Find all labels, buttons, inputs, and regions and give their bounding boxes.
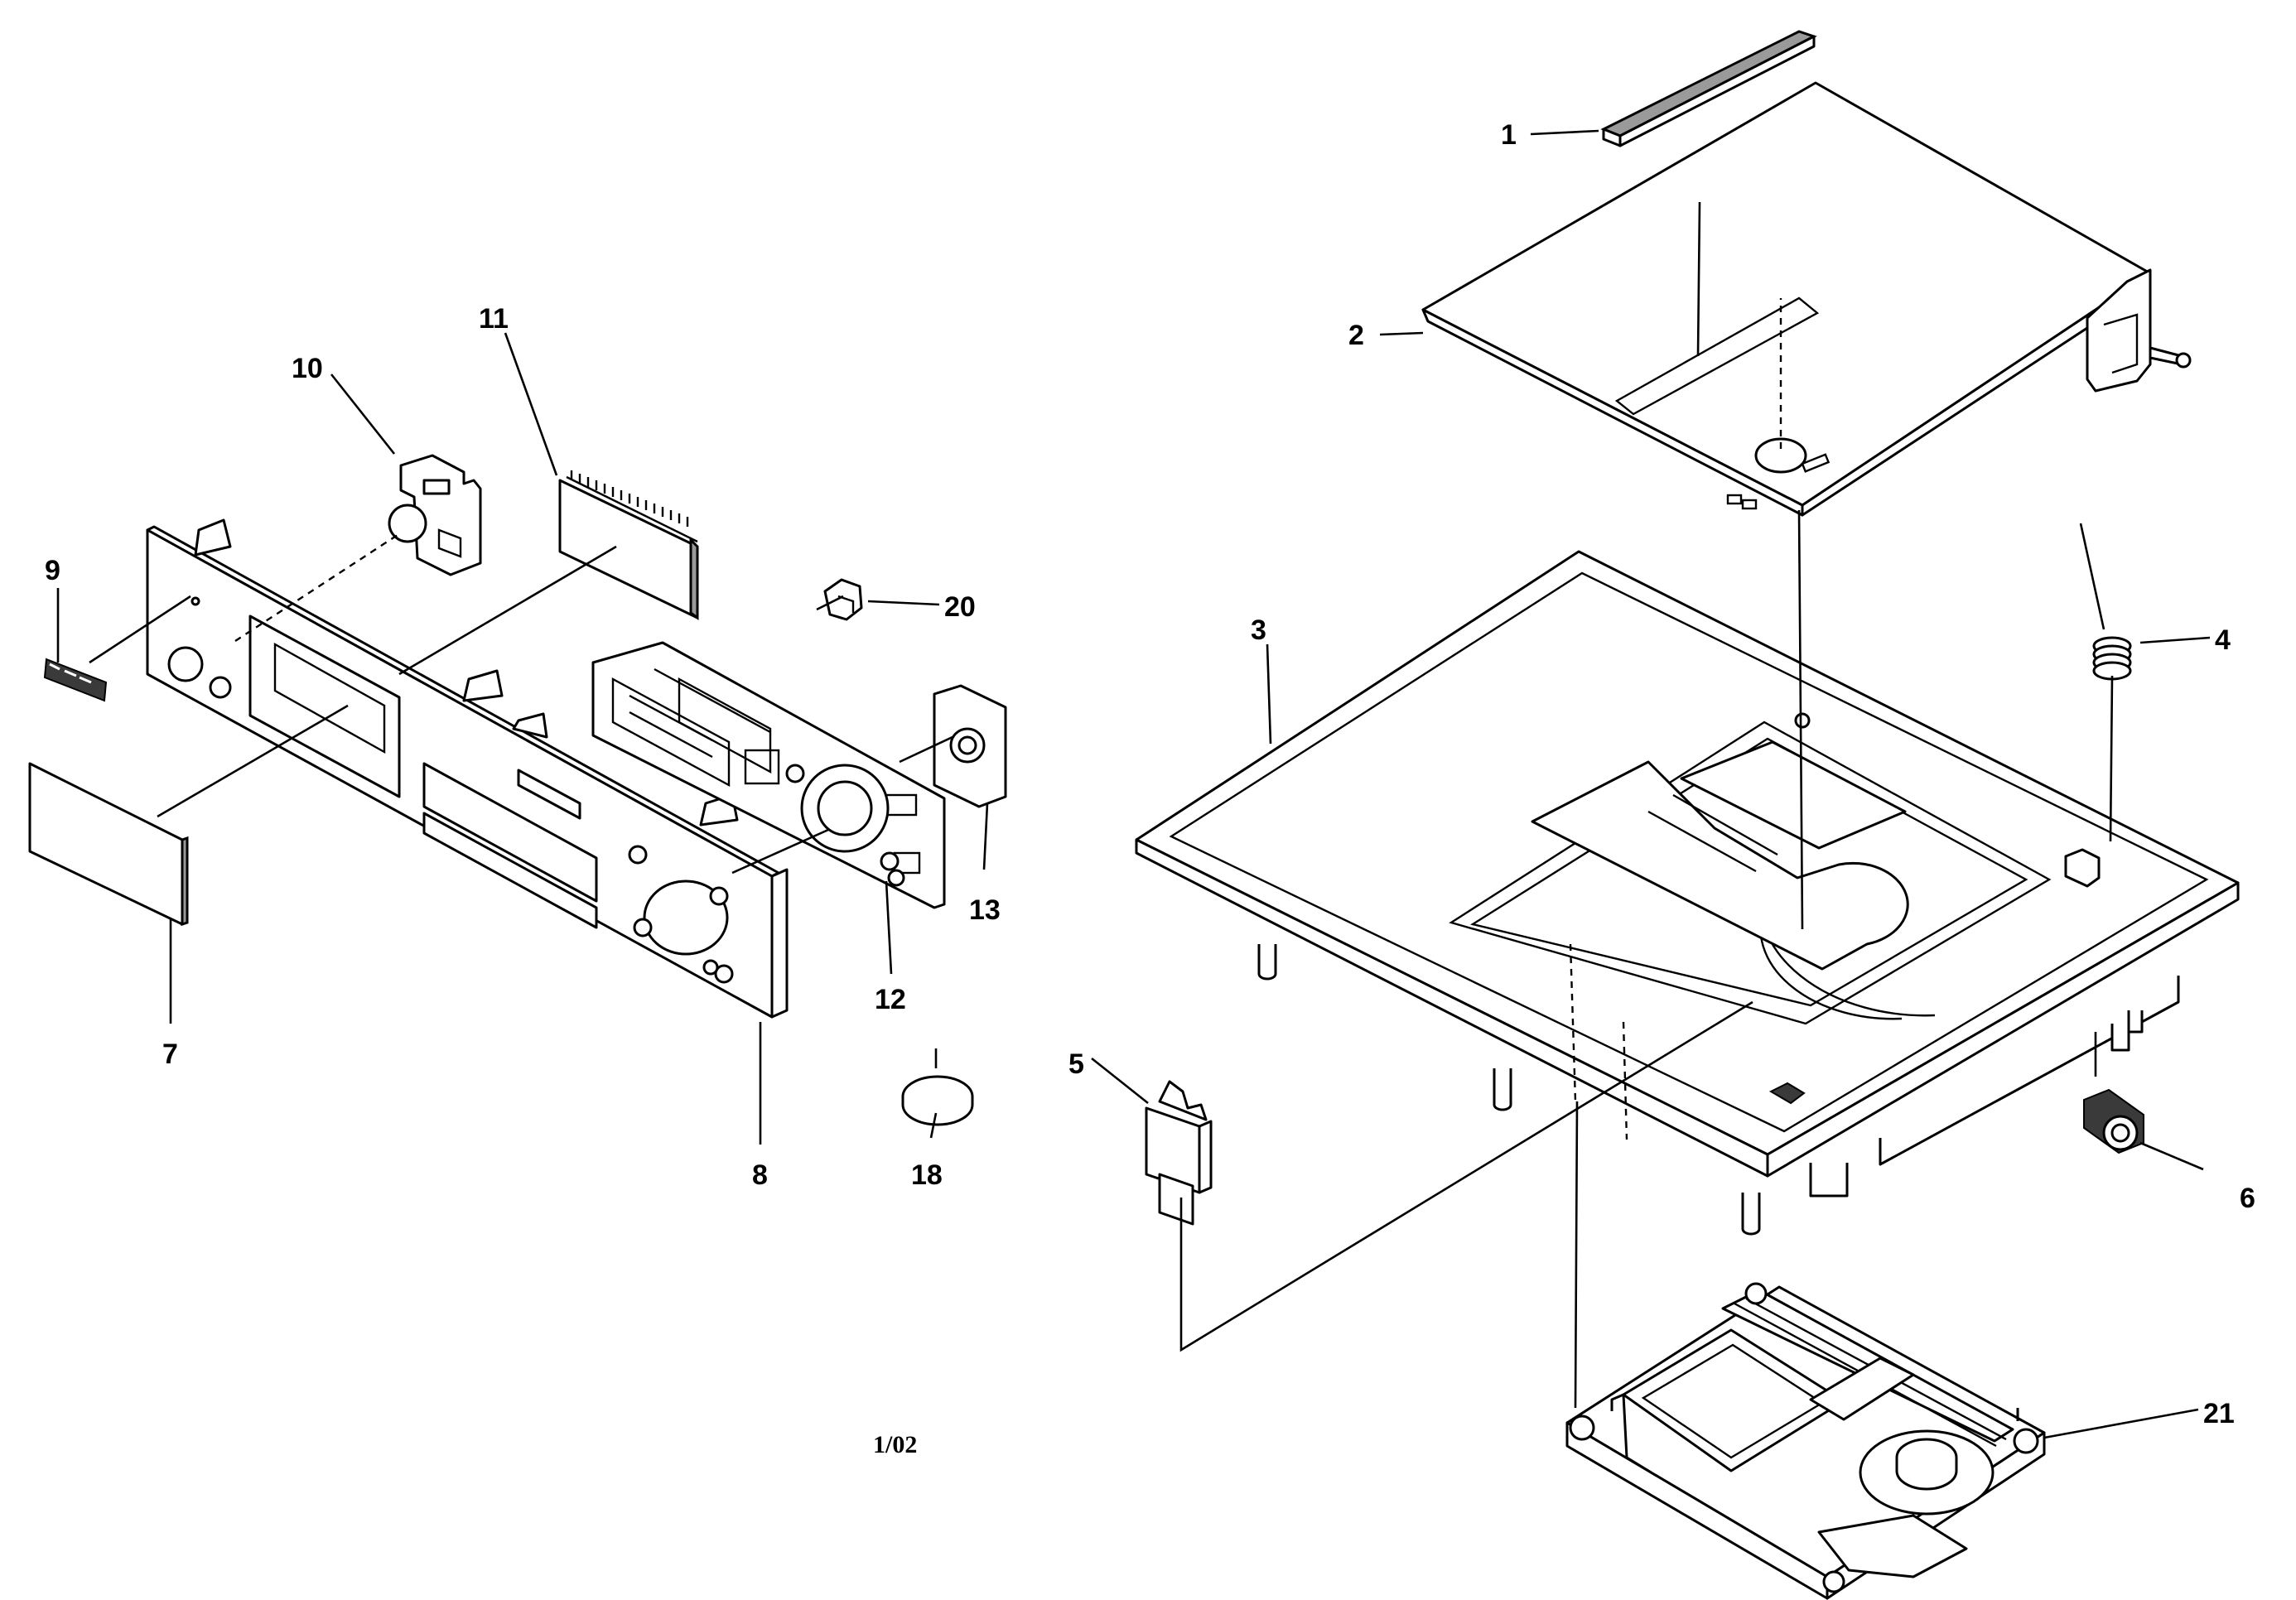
display-module xyxy=(558,470,699,620)
callout-6: 6 xyxy=(2240,1183,2255,1214)
cabinet-chassis xyxy=(1135,550,2240,1236)
callout-3: 3 xyxy=(1251,614,1266,646)
sheet-code: 1/02 xyxy=(873,1431,917,1458)
callout-7: 7 xyxy=(162,1039,178,1070)
callout-labels: 1 2 3 4 5 6 7 8 9 10 11 12 13 18 20 21 1… xyxy=(45,119,2255,1458)
callout-1: 1 xyxy=(1501,119,1517,151)
coin-battery xyxy=(901,1075,974,1126)
callout-21: 21 xyxy=(2203,1398,2235,1429)
callout-2: 2 xyxy=(1348,320,1364,351)
spring xyxy=(2092,636,2132,681)
callout-4: 4 xyxy=(2215,624,2231,656)
display-pins xyxy=(570,470,689,527)
callout-11: 11 xyxy=(479,303,509,335)
callout-9: 9 xyxy=(45,555,60,586)
top-cover xyxy=(1421,81,2192,517)
disc-mechanism xyxy=(1565,1282,2046,1600)
button-bracket xyxy=(933,684,1007,808)
button-holder xyxy=(388,454,482,576)
callout-5: 5 xyxy=(1068,1048,1084,1080)
callout-20: 20 xyxy=(944,591,976,623)
callout-18: 18 xyxy=(911,1159,943,1191)
callout-12: 12 xyxy=(875,984,906,1015)
knob-cap xyxy=(823,578,863,621)
window-lens xyxy=(28,762,189,927)
front-panel xyxy=(146,518,789,1019)
front-circuit-board xyxy=(591,641,946,909)
grommet xyxy=(2083,1088,2144,1154)
lid-trim xyxy=(1600,30,1817,147)
callout-8: 8 xyxy=(752,1159,768,1191)
callout-10: 10 xyxy=(292,353,323,384)
clip-connector xyxy=(1145,1080,1213,1226)
brand-badge xyxy=(43,658,108,702)
leader-lines xyxy=(56,129,2211,1439)
callout-13: 13 xyxy=(969,894,1001,926)
